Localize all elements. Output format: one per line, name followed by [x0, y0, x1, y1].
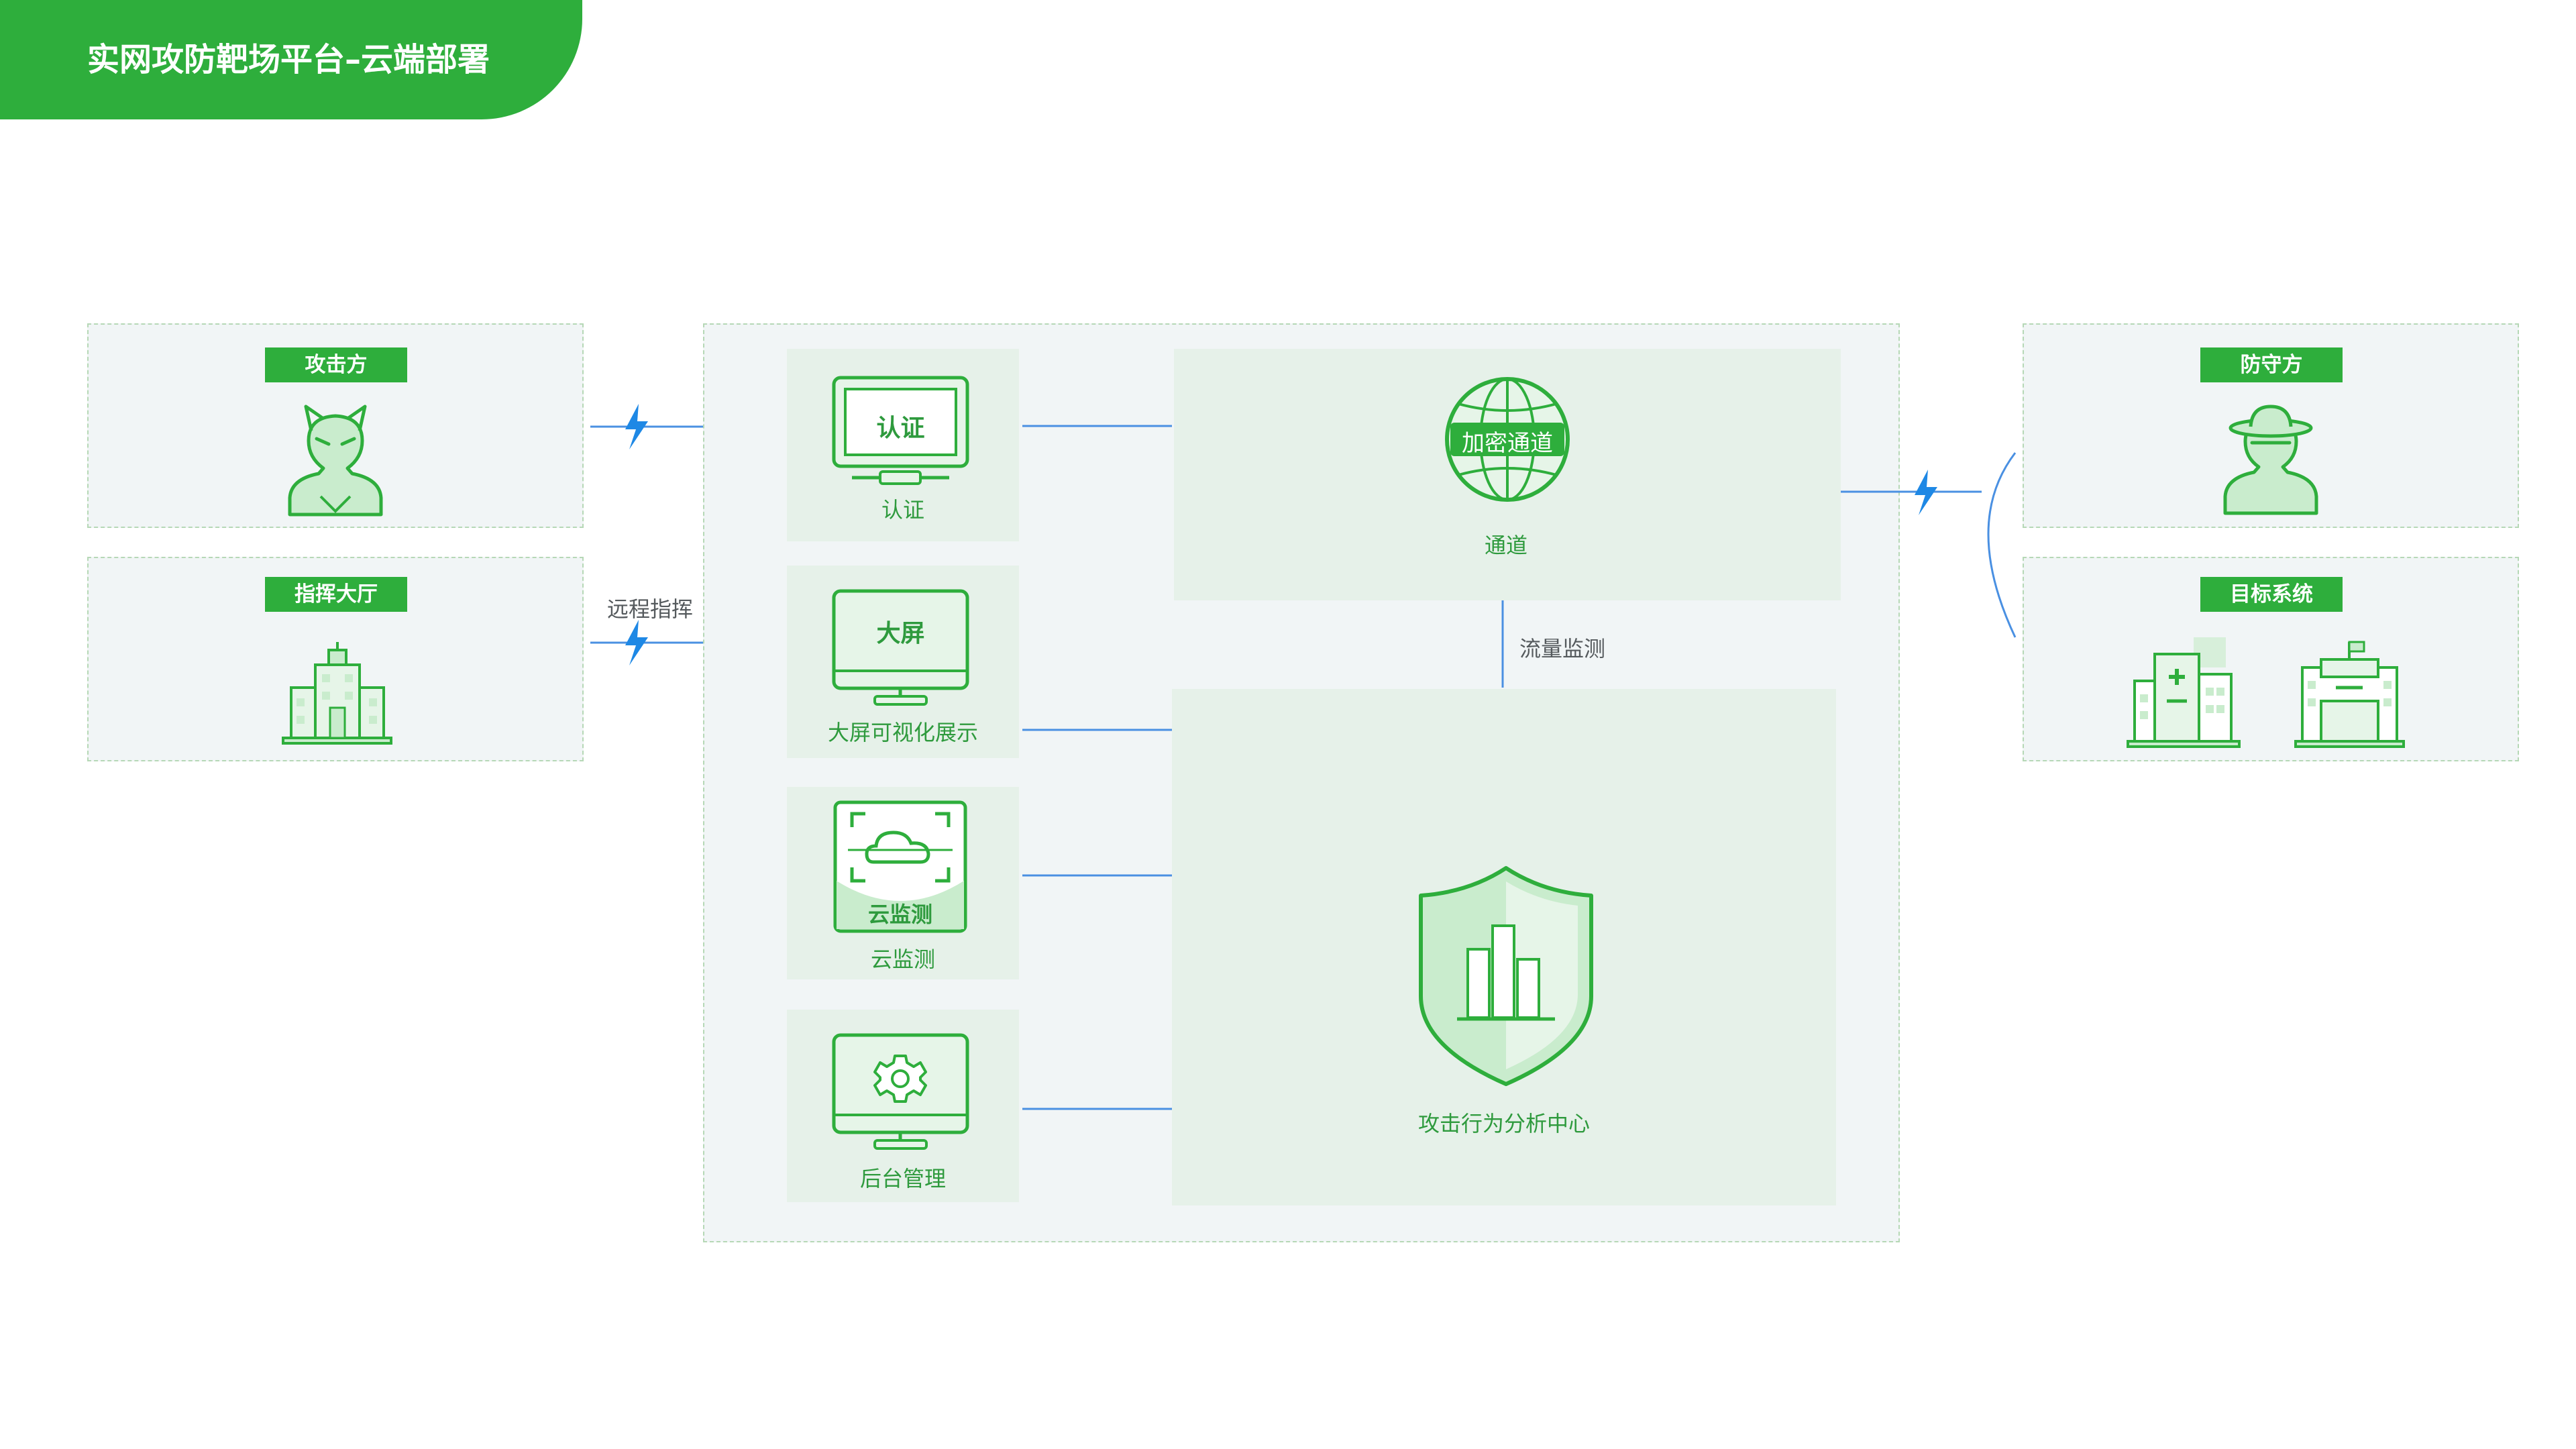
attacker-tag: 攻击方 — [265, 347, 407, 382]
office-building-icon — [282, 642, 392, 745]
bigscreen-screen-text: 大屏 — [876, 620, 925, 647]
remote-command-label: 远程指挥 — [607, 596, 694, 622]
clinic-building-icon — [2294, 641, 2405, 748]
cloud-monitor-label: 云监测 — [870, 947, 935, 972]
monitor-icon — [832, 589, 969, 706]
backend-label: 后台管理 — [859, 1166, 946, 1191]
auth-screen-text: 认证 — [876, 415, 925, 442]
hat-person-icon — [2223, 405, 2318, 515]
hospital-building-icon — [2127, 637, 2241, 748]
flow-connector — [1501, 600, 1504, 688]
target-system-tag: 目标系统 — [2200, 577, 2343, 612]
right-links — [1841, 452, 2017, 638]
auth-label: 认证 — [881, 497, 924, 523]
header-tab — [0, 0, 582, 119]
defender-tag: 防守方 — [2200, 347, 2343, 382]
cloud-monitor-icon — [833, 800, 967, 933]
analysis-label: 攻击行为分析中心 — [1417, 1111, 1590, 1136]
globe-text: 加密通道 — [1462, 430, 1553, 457]
globe-icon — [1445, 377, 1570, 502]
flow-monitor-label: 流量监测 — [1519, 636, 1606, 661]
channel-label: 通道 — [1484, 533, 1527, 558]
module-connectors — [1022, 425, 1172, 1110]
cloud-monitor-screen-text: 云监测 — [867, 902, 932, 927]
gear-monitor-icon — [832, 1033, 969, 1150]
bigscreen-label: 大屏可视化展示 — [827, 720, 978, 745]
shield-chart-icon — [1419, 866, 1593, 1086]
monitor-icon — [832, 376, 969, 485]
gear-icon — [873, 1055, 927, 1103]
devil-person-icon — [288, 405, 383, 517]
command-hall-tag: 指挥大厅 — [265, 577, 407, 612]
page-title: 实网攻防靶场平台–云端部署 — [87, 41, 490, 78]
